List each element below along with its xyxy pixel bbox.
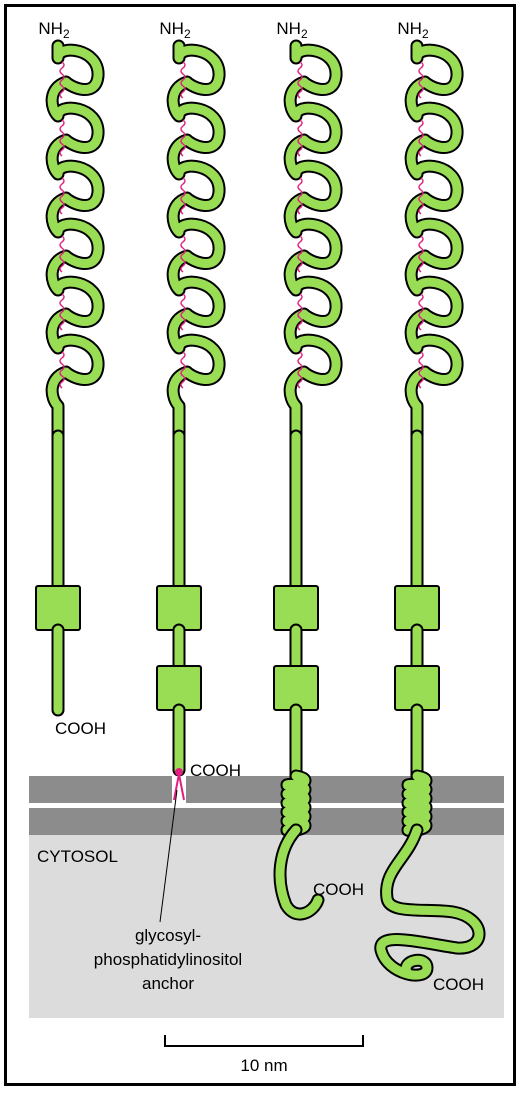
ig-domain-chain-1 <box>52 46 98 436</box>
cooh-label-1: COOH <box>55 719 106 738</box>
fn3-domain <box>395 586 439 630</box>
nh2-labels: NH2 NH2 NH2 NH2 <box>38 19 429 41</box>
membrane-outer-leaflet <box>29 776 504 803</box>
gpi-anchor <box>172 774 186 804</box>
fn3-domain <box>36 586 80 630</box>
ig-domain-chain-4 <box>411 46 457 436</box>
anchor-label-line3: anchor <box>142 974 194 993</box>
fn3-domain <box>274 586 318 630</box>
plasma-membrane <box>29 776 504 835</box>
transmembrane-helix <box>287 776 305 831</box>
fn3-domain <box>395 666 439 710</box>
fn3-domain <box>157 666 201 710</box>
protein-1 <box>36 46 98 710</box>
cooh-label-4: COOH <box>433 975 484 994</box>
cooh-label-3: COOH <box>313 880 364 899</box>
ig-domain-chain-3 <box>290 46 336 436</box>
nh2-label-1: NH2 <box>38 19 70 41</box>
ig-domain-chain-2 <box>173 46 219 436</box>
fn3-domain <box>274 666 318 710</box>
scale-label: 10 nm <box>240 1056 287 1075</box>
fn3-domain <box>157 586 201 630</box>
cytosol-label: CYTOSOL <box>37 847 118 866</box>
nh2-label-4: NH2 <box>397 19 429 41</box>
anchor-label-line2: phosphatidylinositol <box>94 950 242 969</box>
anchor-label-line1: glycosyl- <box>135 926 201 945</box>
cooh-label-2: COOH <box>190 761 241 780</box>
nh2-label-2: NH2 <box>159 19 191 41</box>
scale-bar <box>165 1035 363 1046</box>
transmembrane-helix <box>408 776 426 831</box>
protein-2 <box>157 46 219 804</box>
nh2-label-3: NH2 <box>276 19 308 41</box>
membrane-inner-leaflet <box>29 808 504 835</box>
